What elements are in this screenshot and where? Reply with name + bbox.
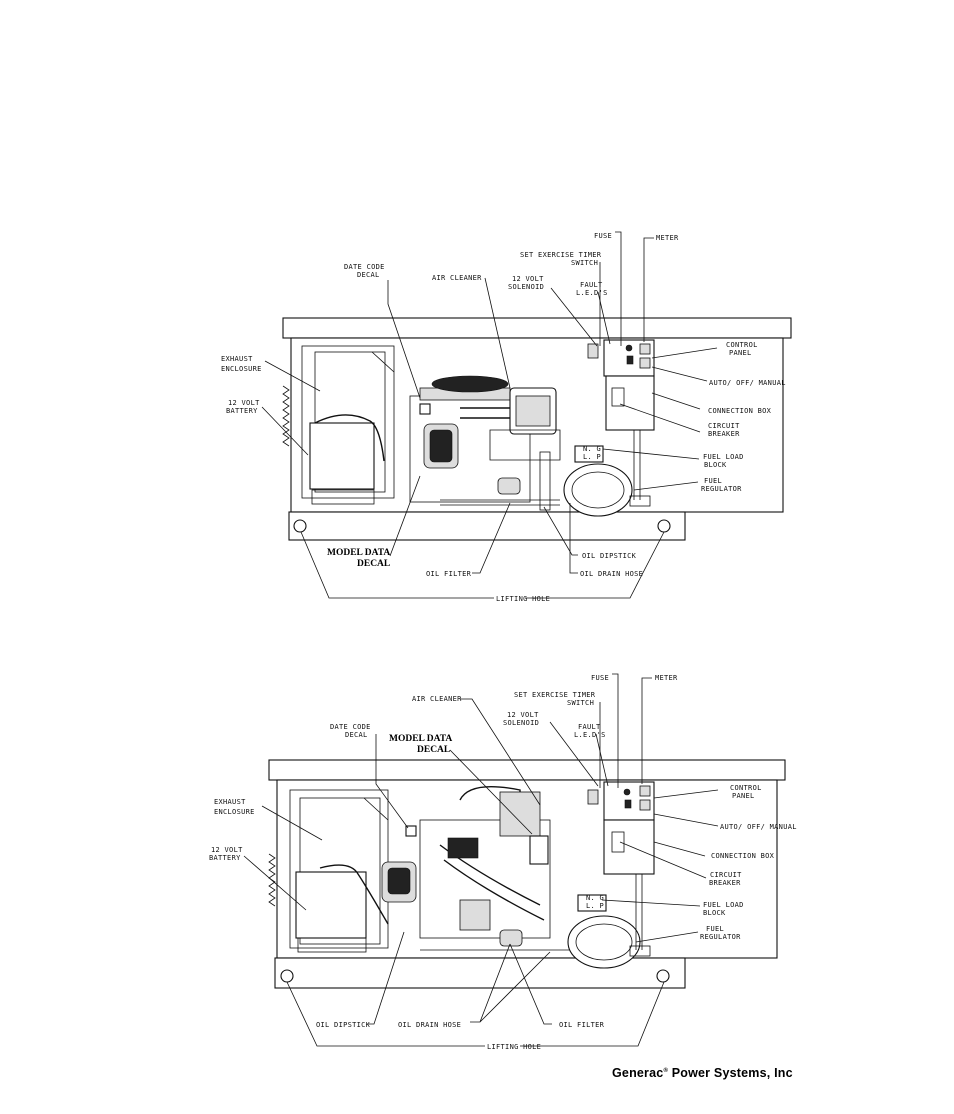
label-exhaust: EXHAUST bbox=[221, 355, 253, 363]
label-fault: FAULT bbox=[580, 281, 603, 289]
label-fuel-2: FUEL bbox=[706, 925, 724, 933]
label-control: CONTROL bbox=[726, 341, 758, 349]
label-model-data-decal-2: DECAL bbox=[417, 745, 450, 755]
lifting-hole-left bbox=[293, 519, 307, 533]
footer-brand-rest: Power Systems, Inc bbox=[668, 1066, 793, 1080]
label-leds: L.E.D'S bbox=[576, 289, 608, 297]
label-ng: N. G bbox=[583, 445, 601, 453]
registered-mark: ® bbox=[663, 1067, 669, 1074]
label-control-2: CONTROL bbox=[730, 784, 762, 792]
leader-lines-bottom bbox=[243, 673, 719, 1047]
label-oil-drain-hose-2: OIL DRAIN HOSE bbox=[398, 1021, 461, 1029]
label-auto-off-manual-2: AUTO/ OFF/ MANUAL bbox=[720, 823, 797, 831]
label-12-volt-solenoid-2: 12 VOLT bbox=[507, 711, 539, 719]
label-12-volt-battery: 12 VOLT bbox=[228, 399, 260, 407]
lifting-hole-right-2 bbox=[656, 969, 670, 983]
lifting-hole-left-2 bbox=[280, 969, 294, 983]
date-code-decal-marker bbox=[419, 403, 431, 415]
label-air-cleaner-2: AIR CLEANER bbox=[412, 695, 462, 703]
label-circuit: CIRCUIT bbox=[708, 422, 740, 430]
label-date-code-2: DATE CODE bbox=[330, 723, 371, 731]
leader-lines-top bbox=[261, 231, 718, 599]
label-oil-drain-hose: OIL DRAIN HOSE bbox=[580, 570, 643, 578]
footer-brand: Generac® Power Systems, Inc bbox=[612, 1066, 793, 1080]
label-battery-2: BATTERY bbox=[209, 854, 241, 862]
label-fuel-regulator: REGULATOR bbox=[701, 485, 742, 493]
label-oil-dipstick: OIL DIPSTICK bbox=[582, 552, 637, 560]
label-model-data-decal: DECAL bbox=[357, 559, 390, 569]
label-fault-2: FAULT bbox=[578, 723, 601, 731]
label-12-volt-battery-2: 12 VOLT bbox=[211, 846, 243, 854]
label-ng-2: N. G bbox=[586, 894, 604, 902]
footer-brand-name: Generac bbox=[612, 1066, 664, 1080]
label-circuit-breaker-2: BREAKER bbox=[709, 879, 741, 887]
label-date-code-decal: DECAL bbox=[357, 271, 380, 279]
label-meter-2: METER bbox=[655, 674, 678, 682]
label-model-data: MODEL DATA bbox=[327, 548, 390, 558]
label-date-code-decal-2: DECAL bbox=[345, 731, 368, 739]
label-switch-2: SWITCH bbox=[567, 699, 594, 707]
labels-bottom: FUSE METER SET EXERCISE TIMER SWITCH AIR… bbox=[209, 674, 797, 1051]
label-exhaust-2: EXHAUST bbox=[214, 798, 246, 806]
label-switch: SWITCH bbox=[571, 259, 598, 267]
lifting-hole-right bbox=[657, 519, 671, 533]
label-date-code: DATE CODE bbox=[344, 263, 385, 271]
generator-enclosure-bottom bbox=[268, 759, 786, 989]
label-exhaust-enclosure-2: ENCLOSURE bbox=[214, 808, 255, 816]
label-solenoid-2: SOLENOID bbox=[503, 719, 539, 727]
label-fuse-2: FUSE bbox=[591, 674, 609, 682]
label-circuit-breaker: BREAKER bbox=[708, 430, 740, 438]
label-connection-box: CONNECTION BOX bbox=[708, 407, 772, 415]
label-meter: METER bbox=[656, 234, 679, 242]
label-fuel-regulator-2: REGULATOR bbox=[700, 933, 741, 941]
label-control-panel-2: PANEL bbox=[732, 792, 755, 800]
label-12-volt-solenoid: 12 VOLT bbox=[512, 275, 544, 283]
label-lp: L. P bbox=[583, 453, 601, 461]
label-fuel-load-block: BLOCK bbox=[704, 461, 727, 469]
label-oil-filter: OIL FILTER bbox=[426, 570, 472, 578]
label-control-panel: PANEL bbox=[729, 349, 752, 357]
label-connection-box-2: CONNECTION BOX bbox=[711, 852, 775, 860]
label-auto-off-manual: AUTO/ OFF/ MANUAL bbox=[709, 379, 786, 387]
label-battery: BATTERY bbox=[226, 407, 258, 415]
date-code-decal-marker-2 bbox=[405, 825, 417, 837]
label-fuse: FUSE bbox=[594, 232, 612, 240]
label-lifting-hole: LIFTING HOLE bbox=[496, 595, 550, 603]
label-fuel-load: FUEL LOAD bbox=[703, 453, 744, 461]
label-exhaust-enclosure: ENCLOSURE bbox=[221, 365, 262, 373]
generator-enclosure-top bbox=[282, 317, 792, 541]
label-lp-2: L. P bbox=[586, 902, 604, 910]
label-air-cleaner: AIR CLEANER bbox=[432, 274, 482, 282]
label-lifting-hole-2: LIFTING HOLE bbox=[487, 1043, 541, 1051]
label-oil-filter-2: OIL FILTER bbox=[559, 1021, 605, 1029]
label-set-exercise-timer-2: SET EXERCISE TIMER bbox=[514, 691, 596, 699]
label-leds-2: L.E.D'S bbox=[574, 731, 606, 739]
labels-top: FUSE METER SET EXERCISE TIMER SWITCH DAT… bbox=[221, 232, 786, 603]
label-fuel-load-2: FUEL LOAD bbox=[703, 901, 744, 909]
label-oil-dipstick-2: OIL DIPSTICK bbox=[316, 1021, 371, 1029]
label-model-data-2: MODEL DATA bbox=[389, 734, 452, 744]
label-set-exercise-timer: SET EXERCISE TIMER bbox=[520, 251, 602, 259]
label-fuel: FUEL bbox=[704, 477, 722, 485]
label-circuit-2: CIRCUIT bbox=[710, 871, 742, 879]
label-fuel-load-block-2: BLOCK bbox=[703, 909, 726, 917]
label-solenoid: SOLENOID bbox=[508, 283, 544, 291]
